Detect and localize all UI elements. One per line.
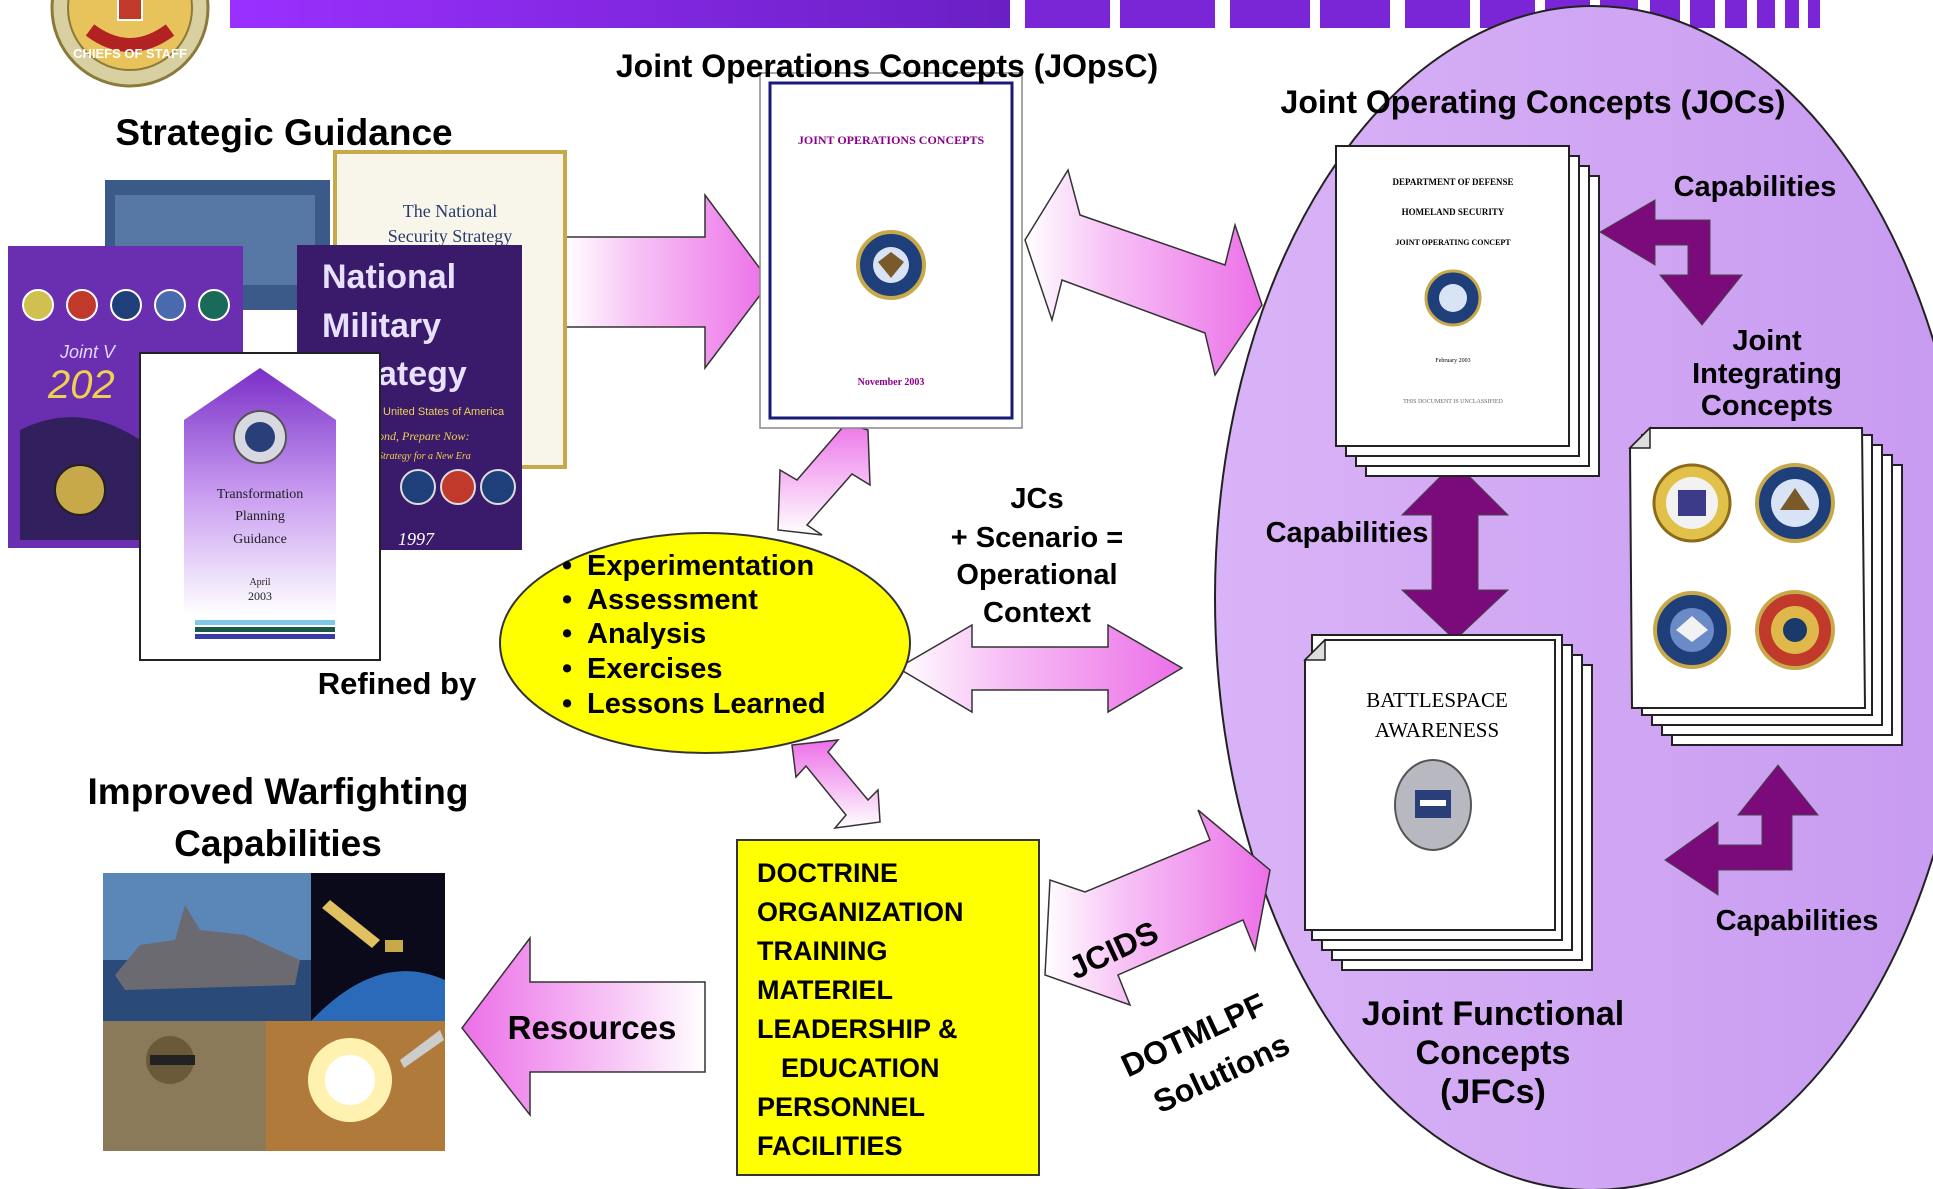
dotmlpf-box bbox=[736, 839, 1040, 1176]
tpg-line1: Transformation bbox=[217, 487, 304, 502]
jocs-title: Joint Operating Concepts (JOCs) bbox=[1281, 84, 1786, 120]
strategic-guidance-collage: The National Security Strategy Joint V 2… bbox=[8, 150, 567, 661]
tpg-line2: Planning bbox=[235, 509, 285, 524]
nms-sub2: ond, Prepare Now: bbox=[378, 429, 469, 443]
jv-text: Joint V bbox=[59, 342, 117, 362]
oval-item: Experimentation bbox=[587, 550, 814, 582]
nms-line2: Military bbox=[322, 307, 441, 345]
army-seal-icon bbox=[1652, 463, 1732, 543]
arrow-guidance-to-jopsc bbox=[564, 192, 771, 371]
arrow-oval-dotmlpf bbox=[791, 739, 881, 830]
jcs-line1: JCs bbox=[1010, 483, 1063, 515]
capabilities-arrow-top bbox=[1599, 199, 1744, 326]
capabilities-label-bottom: Capabilities bbox=[1716, 905, 1879, 937]
arrow-jopsc-jocs bbox=[1024, 168, 1263, 377]
joc-doc-footer: THIS DOCUMENT IS UNCLASSIFIED bbox=[1403, 399, 1503, 405]
jfc-line1: Joint Functional bbox=[1362, 995, 1625, 1033]
jfc-doc-line2: AWARENESS bbox=[1375, 718, 1499, 742]
jcs-seal-icon: CHIEFS OF STAFF bbox=[50, 0, 210, 88]
jopsc-doc-date: November 2003 bbox=[858, 377, 925, 388]
jcs-emblem-icon bbox=[1394, 759, 1472, 851]
oval-bullet-list: • Experimentation • Assessment • Analysis •… bbox=[562, 550, 826, 720]
joc-doc-line3: JOINT OPERATING CONCEPT bbox=[1395, 238, 1511, 247]
jopsc-document: JOINT OPERATIONS CONCEPTS November 2003 bbox=[759, 72, 1023, 429]
jfc-line2: Concepts bbox=[1416, 1034, 1571, 1072]
arrow-resources bbox=[461, 935, 706, 1118]
nms-year: 1997 bbox=[398, 529, 435, 549]
seal-text: CHIEFS OF STAFF bbox=[73, 46, 187, 61]
warfighting-photo-collage bbox=[103, 873, 445, 1151]
dotmlpf-item: ORGANIZATION bbox=[757, 897, 963, 927]
nss-line1: The National bbox=[403, 201, 497, 221]
oval-item: Lessons Learned bbox=[587, 688, 826, 720]
refined-by-label: Refined by bbox=[318, 666, 477, 701]
joc-doc-line2: HOMELAND SECURITY bbox=[1402, 207, 1505, 217]
capabilities-label-top: Capabilities bbox=[1674, 171, 1837, 203]
strategic-guidance-title: Strategic Guidance bbox=[115, 112, 452, 153]
oval-bullet: • bbox=[562, 653, 572, 685]
resources-label: Resources bbox=[508, 1009, 677, 1046]
joc-doc-line1: DEPARTMENT OF DEFENSE bbox=[1392, 177, 1513, 187]
oval-bullet: • bbox=[562, 618, 572, 650]
tpg-date2: 2003 bbox=[248, 589, 272, 603]
jfc-document-stack: BATTLESPACE AWARENESS bbox=[1303, 634, 1593, 971]
jcs-line3: Operational bbox=[956, 559, 1117, 591]
nms-sub3: Strategy for a New Era bbox=[378, 451, 471, 462]
dotmlpf-item: PERSONNEL bbox=[757, 1092, 925, 1122]
nms-sub: United States of America bbox=[383, 406, 505, 418]
oval-bullet: • bbox=[562, 688, 572, 720]
jfc-line3: (JFCs) bbox=[1440, 1073, 1546, 1111]
marine-corps-seal-icon bbox=[1755, 590, 1835, 670]
oval-bullet: • bbox=[562, 584, 572, 616]
jic-line3: Concepts bbox=[1701, 390, 1833, 422]
jic-line2: Integrating bbox=[1692, 358, 1842, 390]
air-force-seal-icon bbox=[1653, 591, 1731, 669]
nss-line2: Security Strategy bbox=[388, 226, 512, 246]
jopsc-title: Joint Operations Concepts (JOpsC) bbox=[616, 48, 1158, 84]
dotmlpf-item: DOCTRINE bbox=[757, 858, 898, 888]
arrow-jcids-dotmlpf bbox=[1044, 809, 1271, 1007]
tpg-date1: April bbox=[249, 577, 270, 588]
jic-document-stack bbox=[1628, 426, 1903, 746]
dotmlpf-item: MATERIEL bbox=[757, 975, 893, 1005]
improved-title-line1: Improved Warfighting bbox=[88, 771, 469, 812]
dotmlpf-item: FACILITIES bbox=[757, 1131, 903, 1161]
joc-document-stack: DEPARTMENT OF DEFENSE HOMELAND SECURITY … bbox=[1335, 145, 1600, 477]
dotmlpf-item: LEADERSHIP & bbox=[757, 1014, 958, 1044]
jfc-doc-line1: BATTLESPACE bbox=[1366, 688, 1508, 712]
dotmlpf-list: DOCTRINE ORGANIZATION TRAINING MATERIEL … bbox=[757, 858, 963, 1161]
oval-bullet: • bbox=[562, 550, 572, 582]
capabilities-arrow-bottom bbox=[1664, 764, 1820, 896]
jic-line1: Joint bbox=[1732, 325, 1802, 357]
nms-line3: ategy bbox=[378, 355, 467, 393]
jcs-line2: + Scenario = bbox=[951, 522, 1124, 554]
capabilities-label-middle: Capabilities bbox=[1266, 517, 1429, 549]
jcs-line4: Context bbox=[983, 597, 1091, 629]
jv-year: 202 bbox=[47, 363, 115, 407]
oval-item: Analysis bbox=[587, 618, 706, 650]
dotmlpf-item: EDUCATION bbox=[781, 1053, 940, 1083]
arrow-oval-to-joc bbox=[896, 623, 1184, 714]
navy-seal-icon bbox=[1755, 463, 1835, 543]
oval-item: Exercises bbox=[587, 653, 722, 685]
oval-item: Assessment bbox=[587, 584, 758, 616]
tpg-line3: Guidance bbox=[233, 532, 287, 547]
joc-doc-date: February 2003 bbox=[1435, 358, 1470, 364]
arrow-jopsc-oval bbox=[777, 417, 871, 536]
refinement-oval bbox=[499, 532, 911, 754]
jopsc-doc-title: JOINT OPERATIONS CONCEPTS bbox=[798, 133, 985, 147]
dotmlpf-item: TRAINING bbox=[757, 936, 888, 966]
nms-line1: National bbox=[322, 258, 456, 296]
improved-title-line2: Capabilities bbox=[174, 823, 382, 864]
